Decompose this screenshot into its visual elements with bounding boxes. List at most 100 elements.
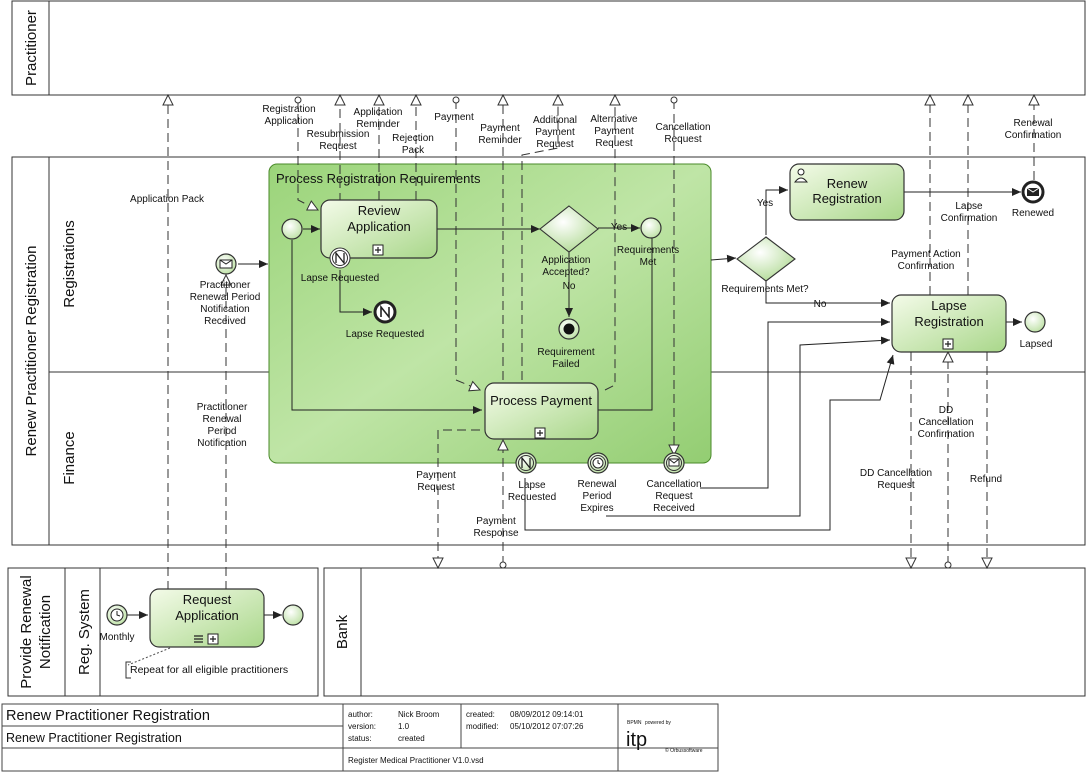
bank-pool-label: Bank <box>334 614 351 649</box>
repeat-annotation-text: Repeat for all eligible practitioners <box>130 664 288 676</box>
process-payment-label: Process Payment <box>490 393 592 408</box>
svg-text:itp: itp <box>626 729 647 751</box>
svg-text:Refund: Refund <box>970 474 1002 485</box>
lapse-requested-boundary-event <box>329 247 351 269</box>
svg-text:modified:: modified: <box>466 722 498 731</box>
svg-text:BPMN: BPMN <box>627 720 642 726</box>
svg-text:Application Pack: Application Pack <box>130 194 205 205</box>
svg-text:08/09/2012 09:14:01: 08/09/2012 09:14:01 <box>510 710 584 719</box>
footer-title-1: Renew Practitioner Registration <box>6 708 210 724</box>
svg-text:No: No <box>814 299 827 310</box>
request-task-line-2: Application <box>175 608 239 623</box>
svg-text:author:: author: <box>348 710 373 719</box>
signal-n-icon <box>380 304 390 320</box>
practitioner-pool-label: Practitioner <box>23 10 40 86</box>
subprocess-title: Process Registration Requirements <box>276 171 481 186</box>
sequence-flows <box>127 186 1022 619</box>
lapse-task-line-2: Registration <box>914 314 983 329</box>
lapse-requested-finance-event <box>515 452 537 474</box>
svg-text:created:: created: <box>466 710 495 719</box>
bank-pool: Bank <box>323 567 1086 697</box>
lane-finance-label: Finance <box>61 431 78 484</box>
title-block: Renew Practitioner Registration Renew Pr… <box>1 703 719 772</box>
svg-text:Renewed: Renewed <box>1012 208 1054 219</box>
svg-text:Lapse Requested: Lapse Requested <box>301 273 379 284</box>
svg-text:1.0: 1.0 <box>398 722 410 731</box>
svg-text:© Orbussoftware: © Orbussoftware <box>665 747 703 754</box>
cancellation-request-received-event <box>663 452 685 474</box>
signal-n-icon <box>521 456 531 470</box>
review-application-task[interactable]: Review Application <box>320 199 438 259</box>
svg-text:Requirements Met?: Requirements Met? <box>721 284 809 295</box>
practitioner-pool: Practitioner <box>11 0 1086 96</box>
process-payment-task[interactable]: Process Payment <box>484 382 599 440</box>
svg-text:Nick Broom: Nick Broom <box>398 710 440 719</box>
requirements-met-end-event <box>640 217 662 239</box>
lapse-requested-end-event <box>373 300 397 324</box>
request-application-task[interactable]: Request Application <box>149 588 265 648</box>
renew-task-line-1: Renew <box>827 176 868 191</box>
renew-registration-task[interactable]: Renew Registration <box>789 163 905 221</box>
requirement-failed-end-event <box>558 318 580 340</box>
svg-text:Lapsed: Lapsed <box>1020 339 1053 350</box>
request-end-event <box>282 604 304 626</box>
review-task-line-2: Application <box>347 219 411 234</box>
requirements-met-gateway <box>736 236 796 282</box>
signal-n-icon <box>335 251 345 265</box>
renew-task-line-2: Registration <box>812 191 881 206</box>
provide-pool-label-1: Provide Renewal <box>18 575 35 688</box>
lane-registrations-label: Registrations <box>61 220 78 308</box>
itp-logo: BPMN powered by itp © Orbussoftware <box>626 720 703 754</box>
subprocess-start-event <box>281 218 303 240</box>
svg-text:Payment: Payment <box>434 112 474 123</box>
svg-text:05/10/2012 07:07:26: 05/10/2012 07:07:26 <box>510 722 584 731</box>
svg-text:version:: version: <box>348 722 376 731</box>
message-flows <box>168 95 1034 590</box>
review-task-line-1: Review <box>358 203 401 218</box>
repeat-annotation: Repeat for all eligible practitioners <box>125 647 288 679</box>
svg-text:status:: status: <box>348 734 372 743</box>
renewed-end-event <box>1021 180 1045 204</box>
svg-text:Yes: Yes <box>757 198 773 209</box>
svg-text:powered by: powered by <box>645 720 671 726</box>
lapse-task-line-1: Lapse <box>931 298 966 313</box>
svg-text:created: created <box>398 734 425 743</box>
user-task-icon <box>793 168 809 183</box>
svg-text:Yes: Yes <box>611 222 627 233</box>
svg-text:Lapse Requested: Lapse Requested <box>346 329 424 340</box>
renewal-notification-received-event <box>215 253 237 275</box>
svg-text:No: No <box>563 281 576 292</box>
monthly-timer-start-event <box>106 604 128 626</box>
provide-pool-label-2: Notification <box>37 595 54 669</box>
application-accepted-gateway <box>539 205 599 253</box>
lapse-registration-task[interactable]: Lapse Registration <box>891 294 1007 353</box>
lapsed-end-event <box>1024 311 1046 333</box>
request-task-line-1: Request <box>183 592 232 607</box>
svg-text:Monthly: Monthly <box>99 632 134 643</box>
renew-pool-label: Renew Practitioner Registration <box>23 246 40 457</box>
